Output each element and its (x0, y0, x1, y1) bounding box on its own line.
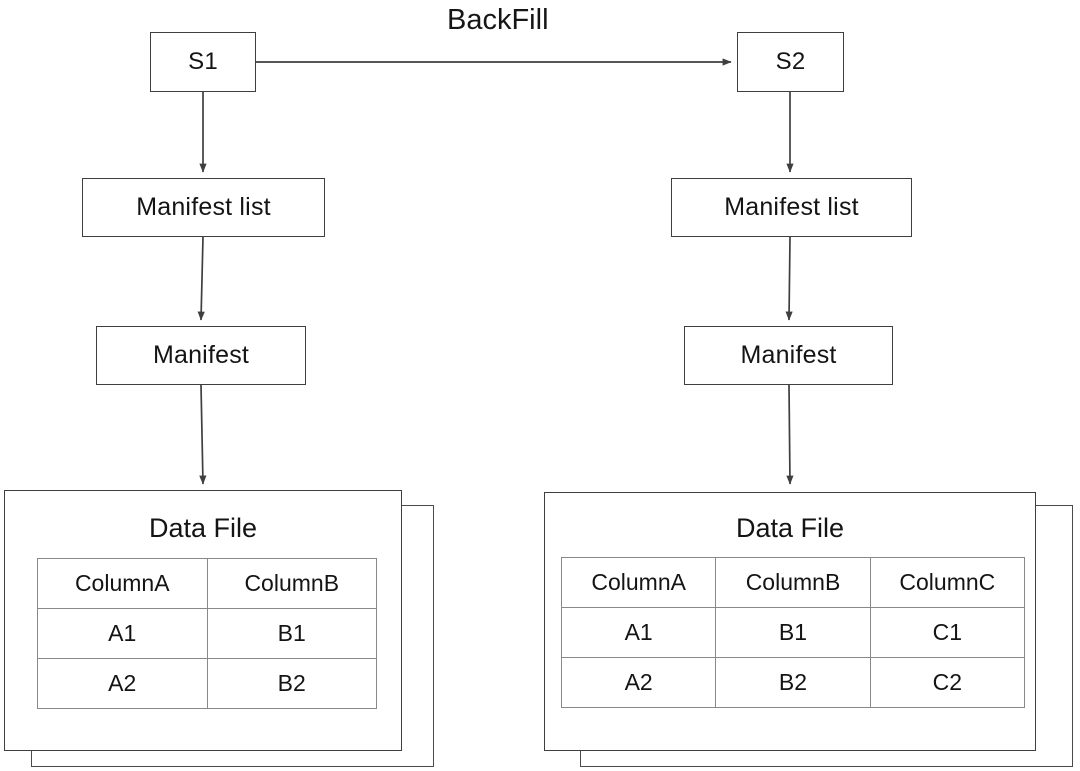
data-file-table-left: ColumnA ColumnB A1 B1 A2 B2 (37, 558, 377, 709)
data-file-title-left: Data File (148, 513, 258, 543)
table-cell: B1 (715, 607, 871, 658)
table-row: A1 B1 C1 (560, 607, 1026, 658)
table-row: A2 B2 (37, 658, 377, 709)
table-row: A1 B1 (37, 608, 377, 659)
column-header: ColumnB (715, 557, 871, 608)
node-manifest-left[interactable]: Manifest (96, 326, 306, 385)
table-header-row: ColumnA ColumnB ColumnC (560, 557, 1026, 608)
data-file-card-front-left: Data File ColumnA ColumnB A1 B1 A2 B2 (4, 490, 402, 751)
column-header: ColumnB (206, 558, 377, 609)
data-file-card-right[interactable]: Data File ColumnA ColumnB ColumnC A1 B1 … (544, 492, 1074, 770)
column-header: ColumnA (560, 557, 717, 608)
edge-manifest-list-to-manifest-right (785, 236, 793, 321)
table-cell: A1 (37, 608, 208, 659)
table-cell: B1 (206, 608, 377, 659)
column-header: ColumnC (869, 557, 1026, 608)
data-file-title-right: Data File (735, 513, 845, 543)
node-manifest-list-right[interactable]: Manifest list (671, 178, 912, 237)
table-cell: A1 (560, 607, 717, 658)
table-cell: C2 (869, 657, 1026, 708)
data-file-card-front-right: Data File ColumnA ColumnB ColumnC A1 B1 … (544, 492, 1036, 751)
node-manifest-list-left[interactable]: Manifest list (82, 178, 325, 237)
edge-manifest-to-datafile-left (199, 384, 207, 485)
data-file-card-left[interactable]: Data File ColumnA ColumnB A1 B1 A2 B2 (4, 490, 434, 770)
edge-manifest-list-to-manifest-left (197, 236, 205, 321)
table-cell: B2 (206, 658, 377, 709)
table-cell: A2 (37, 658, 208, 709)
data-file-table-right: ColumnA ColumnB ColumnC A1 B1 C1 A2 B2 C… (560, 557, 1026, 708)
node-snapshot-s2[interactable]: S2 (737, 32, 844, 92)
node-manifest-right[interactable]: Manifest (684, 326, 893, 385)
table-cell: B2 (715, 657, 871, 708)
table-cell: C1 (869, 607, 1026, 658)
table-header-row: ColumnA ColumnB (37, 558, 377, 609)
table-row: A2 B2 C2 (560, 657, 1026, 708)
edge-manifest-to-datafile-right (786, 384, 794, 485)
node-snapshot-s1[interactable]: S1 (150, 32, 256, 92)
column-header: ColumnA (37, 558, 208, 609)
table-cell: A2 (560, 657, 717, 708)
diagram-title: BackFill (447, 4, 549, 36)
